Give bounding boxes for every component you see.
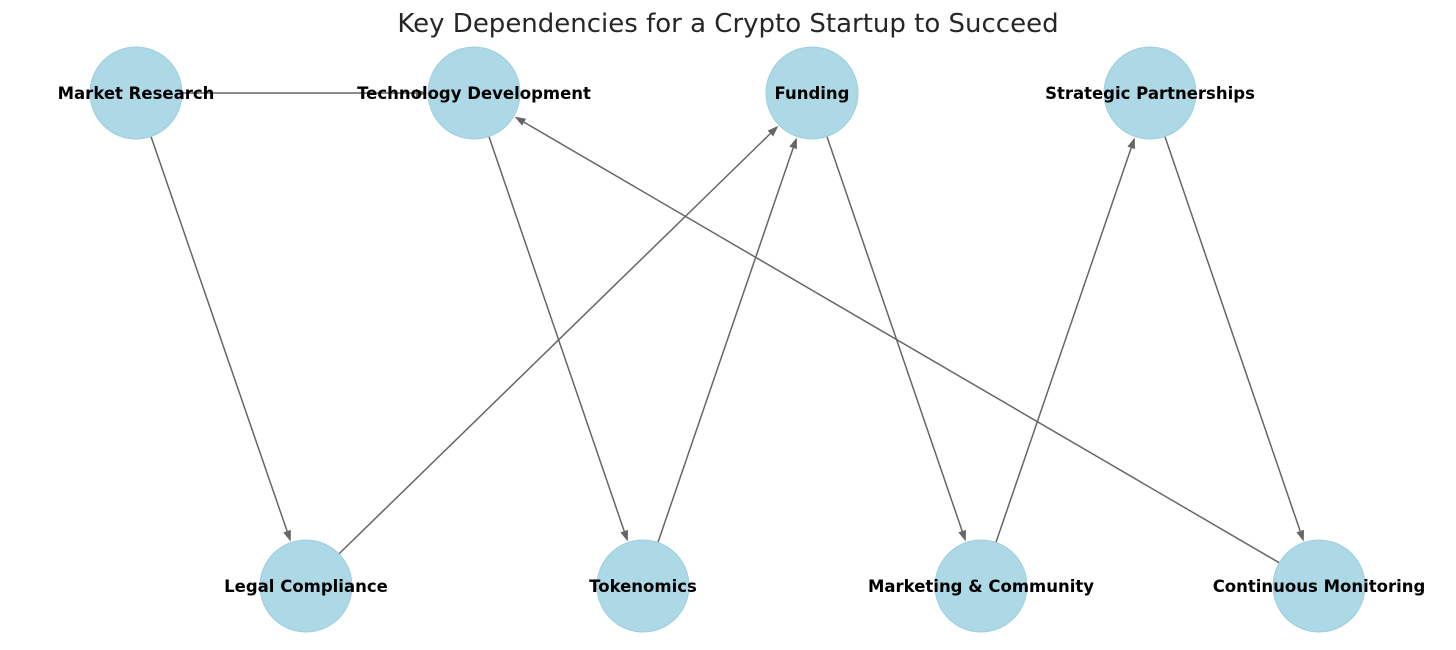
edge-arrowhead bbox=[958, 529, 966, 542]
node-label: Technology Development bbox=[357, 84, 591, 103]
edge-technology_development-to-tokenomics bbox=[488, 136, 628, 542]
edge-funding-to-marketing_community bbox=[826, 136, 966, 542]
node-circle bbox=[765, 46, 859, 140]
node-circle bbox=[89, 46, 183, 140]
diagram-title: Key Dependencies for a Crypto Startup to… bbox=[397, 9, 1058, 39]
edge-arrowhead bbox=[416, 89, 427, 97]
edge-continuous_monitoring-to-technology_development bbox=[514, 116, 1280, 564]
node-technology-development: Technology Development bbox=[357, 46, 591, 140]
edges-layer bbox=[150, 89, 1304, 564]
node-market-research: Market Research bbox=[58, 46, 215, 140]
edge-line bbox=[657, 147, 794, 543]
node-circle bbox=[259, 539, 353, 633]
node-circle bbox=[427, 46, 521, 140]
edge-arrowhead bbox=[283, 529, 291, 542]
node-circle bbox=[1272, 539, 1366, 633]
edge-line bbox=[1164, 136, 1301, 532]
node-continuous-monitoring: Continuous Monitoring bbox=[1213, 539, 1426, 633]
edge-arrowhead bbox=[1127, 137, 1135, 150]
edge-arrowhead bbox=[514, 116, 527, 126]
node-marketing-community: Marketing & Community bbox=[868, 539, 1094, 633]
edge-legal_compliance-to-funding bbox=[338, 125, 779, 555]
edge-arrowhead bbox=[789, 137, 797, 150]
nodes-layer: Market Research Technology Development Fun… bbox=[58, 46, 1426, 633]
edge-line bbox=[488, 136, 625, 532]
node-label: Strategic Partnerships bbox=[1045, 84, 1255, 103]
node-label: Tokenomics bbox=[589, 577, 697, 596]
edge-market_research-to-legal_compliance bbox=[150, 136, 291, 542]
edge-line bbox=[826, 136, 963, 532]
edge-line bbox=[150, 136, 288, 532]
edge-arrowhead bbox=[620, 529, 628, 542]
node-circle bbox=[1103, 46, 1197, 140]
node-label: Funding bbox=[775, 84, 850, 103]
node-circle bbox=[596, 539, 690, 633]
edge-market_research-to-technology_development bbox=[182, 89, 427, 97]
node-label: Continuous Monitoring bbox=[1213, 577, 1426, 596]
node-label: Marketing & Community bbox=[868, 577, 1094, 596]
node-circle bbox=[934, 539, 1028, 633]
node-label: Market Research bbox=[58, 84, 215, 103]
node-strategic-partnerships: Strategic Partnerships bbox=[1045, 46, 1255, 140]
edge-line bbox=[523, 121, 1280, 564]
edge-arrowhead bbox=[1296, 529, 1304, 542]
edge-tokenomics-to-funding bbox=[657, 137, 797, 543]
node-label: Legal Compliance bbox=[224, 577, 388, 596]
node-tokenomics: Tokenomics bbox=[589, 539, 697, 633]
edge-marketing_community-to-strategic_partnerships bbox=[995, 137, 1135, 543]
edge-strategic_partnerships-to-continuous_monitoring bbox=[1164, 136, 1304, 542]
edge-line bbox=[338, 132, 771, 555]
node-funding: Funding bbox=[765, 46, 859, 140]
edge-line bbox=[995, 147, 1132, 543]
node-legal-compliance: Legal Compliance bbox=[224, 539, 388, 633]
edge-arrowhead bbox=[767, 125, 779, 137]
